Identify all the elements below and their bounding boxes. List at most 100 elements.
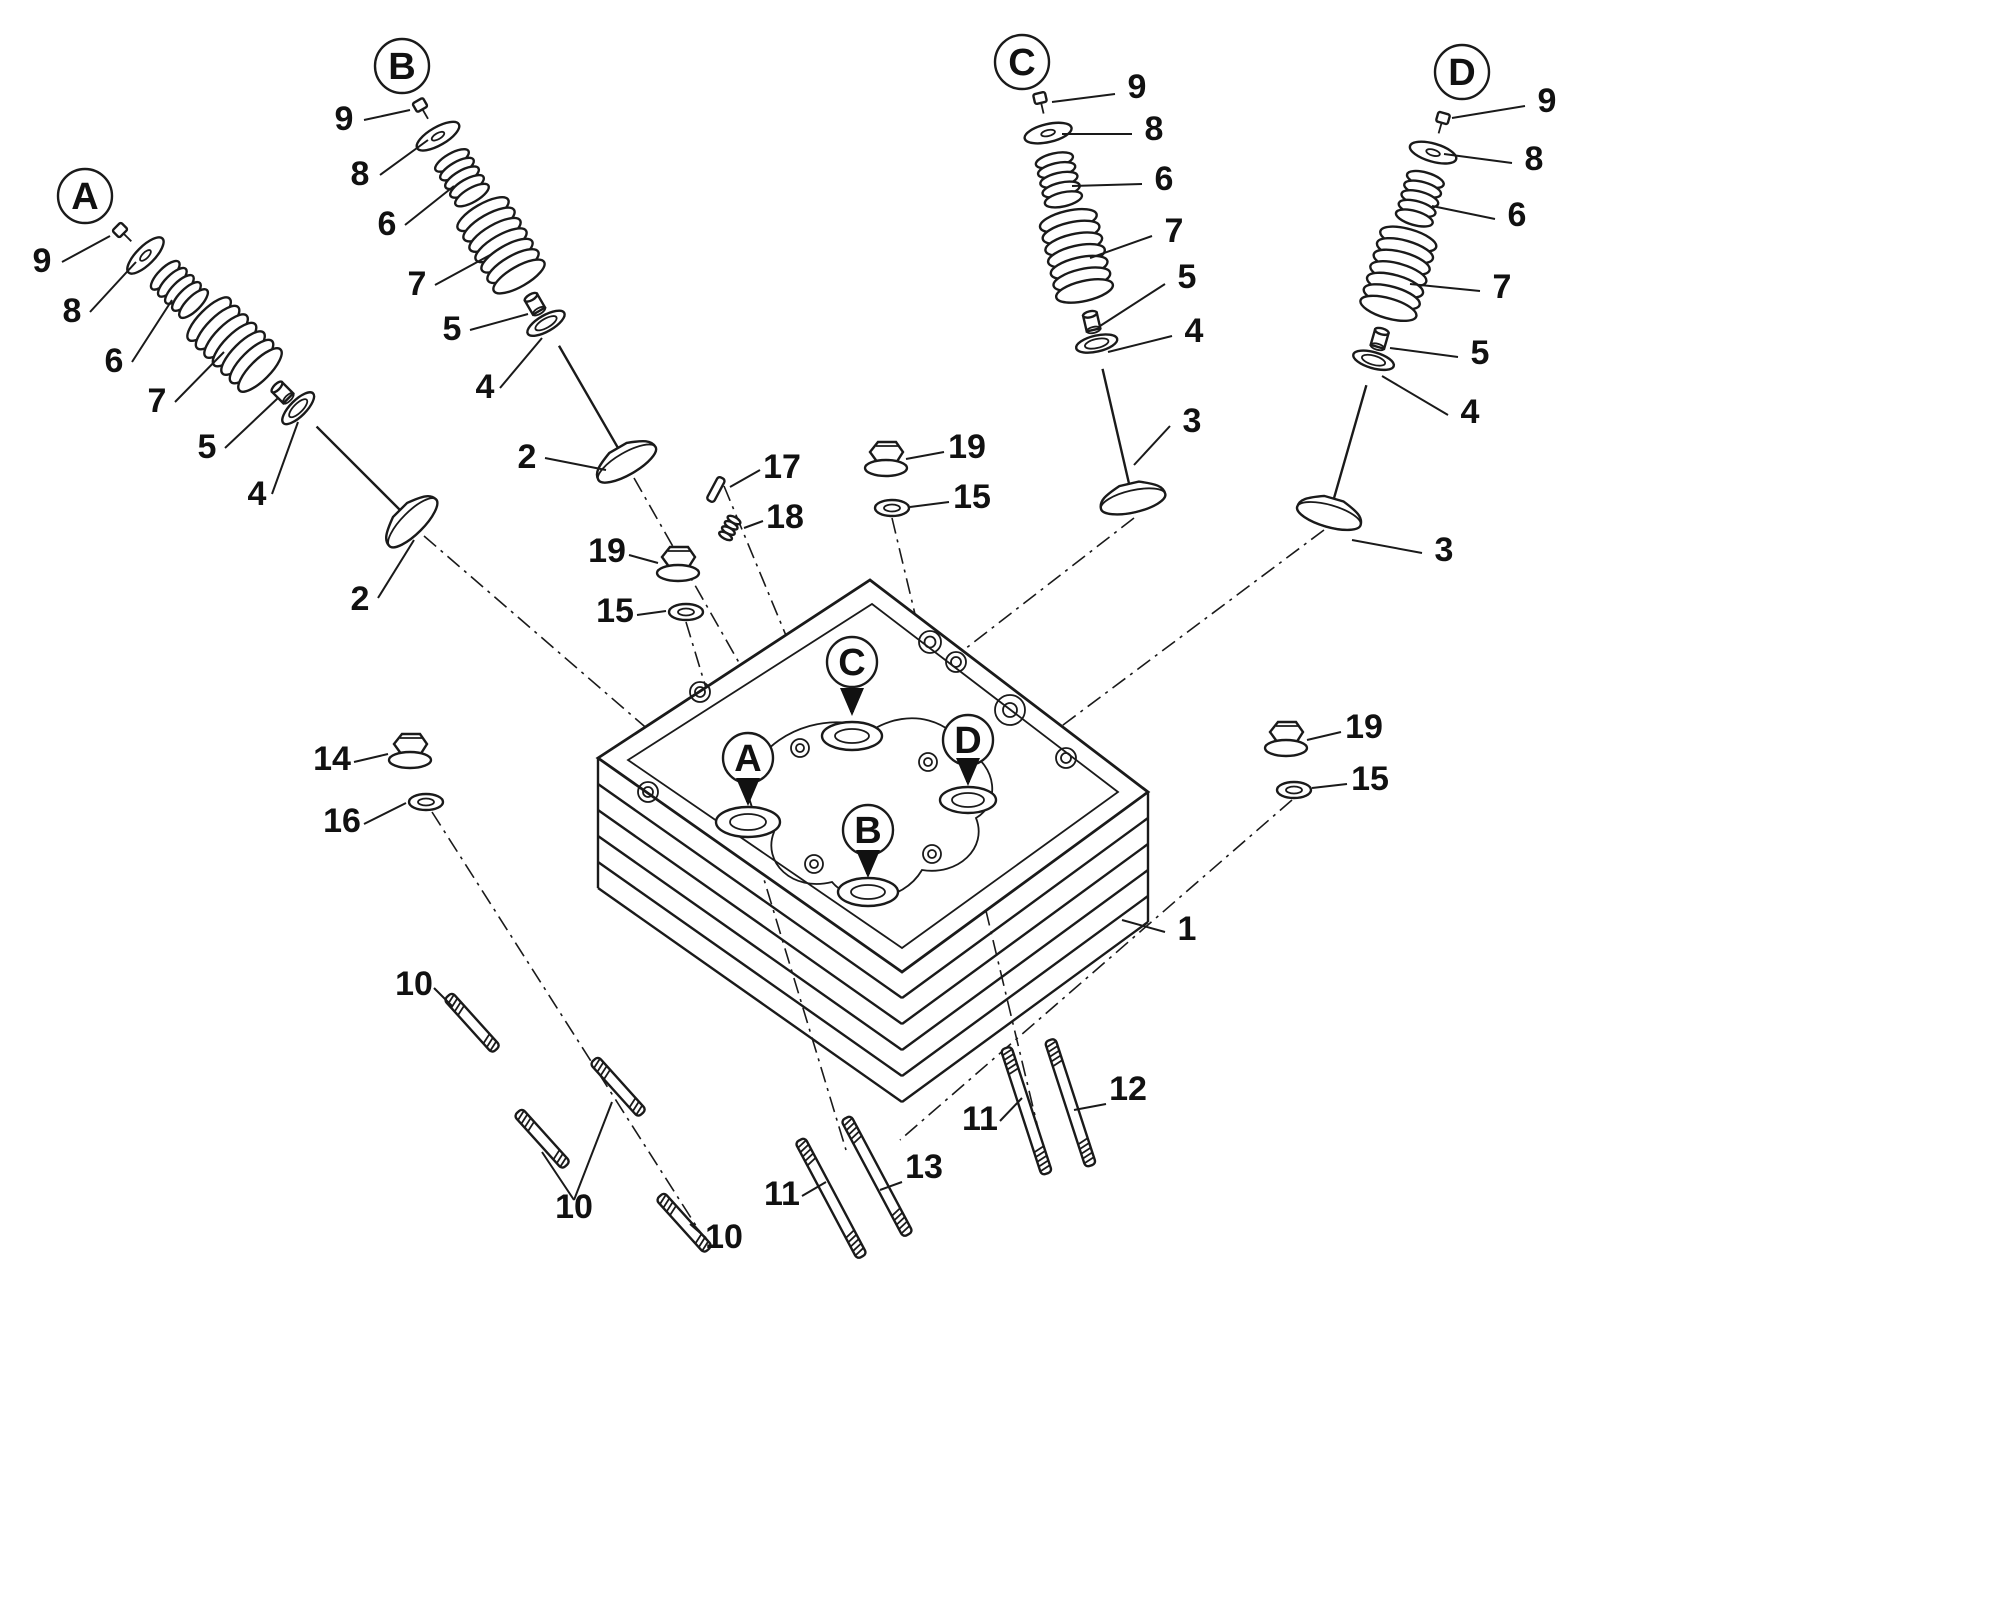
leader-line [689, 1223, 707, 1239]
part-label-11: 11 [962, 1100, 998, 1138]
leader-lines [61, 93, 1526, 1239]
leader-line [909, 501, 950, 508]
leader-line [1443, 153, 1513, 164]
collet-9-shape [1031, 90, 1051, 117]
part-label-17: 17 [763, 448, 801, 486]
outer-spring-7-shape [451, 189, 551, 301]
valve-3-shape [1069, 360, 1169, 521]
part-labels: 9 8 6 7 5 4 2 9 8 6 7 5 4 2 9 8 6 7 5 4 … [33, 68, 1557, 1256]
section-marker-c-label: C [1008, 42, 1035, 84]
leader-line [1099, 283, 1166, 327]
leader-line [879, 1181, 903, 1191]
head-top-face [595, 578, 1151, 974]
part-label-4: 4 [476, 368, 495, 406]
axis-line [967, 529, 1325, 797]
inner-spring-6-shape [430, 143, 494, 212]
part-label-6: 6 [105, 342, 124, 380]
leader-line [905, 451, 945, 460]
part-label-10: 10 [395, 965, 433, 1003]
leader-line [1071, 183, 1143, 187]
valve-3-shape [1292, 374, 1400, 537]
section-marker-b-circle [373, 37, 431, 95]
washer-15 [1275, 780, 1313, 800]
flange-bolt-19 [863, 440, 909, 478]
part-label-11: 11 [764, 1175, 800, 1213]
head-marker-c-circle [825, 635, 879, 689]
head-position-markers: C A D B [721, 635, 995, 878]
cotter-5-shape [1081, 308, 1103, 336]
leader-line [999, 1097, 1023, 1122]
collet-9-shape [1431, 110, 1452, 137]
leader-line [363, 802, 407, 825]
part-label-2: 2 [351, 580, 370, 618]
part-label-15: 15 [596, 592, 634, 630]
assembly-b [411, 96, 663, 491]
port-c [820, 720, 884, 752]
leader-line [1389, 347, 1459, 358]
valve-ports [714, 720, 998, 908]
washer-15 [873, 498, 911, 518]
retainer-8-shape [1406, 136, 1460, 170]
part-label-7: 7 [1165, 212, 1184, 250]
stud-10 [442, 991, 502, 1055]
part-label-19: 19 [1345, 708, 1383, 746]
section-marker-c-circle [993, 33, 1051, 91]
part-label-10: 10 [705, 1218, 743, 1256]
part-label-6: 6 [1508, 196, 1527, 234]
leader-line [353, 753, 389, 763]
leader-line [729, 469, 761, 488]
leader-line [1107, 335, 1173, 353]
collet-9-shape [411, 96, 435, 124]
leader-line [469, 313, 529, 331]
head-bolt-holes [637, 630, 1077, 874]
leader-line [499, 337, 543, 389]
port-a [714, 805, 782, 839]
seat-4-shape [1349, 345, 1398, 375]
outer-spring-7-shape [1036, 203, 1117, 309]
port-b [836, 876, 900, 908]
leader-line [1311, 783, 1348, 789]
head-top-face-inner [626, 602, 1120, 950]
part-label-8: 8 [1145, 110, 1164, 148]
leader-line [573, 1101, 613, 1201]
section-marker-d-circle [1433, 43, 1491, 101]
part-label-9: 9 [33, 242, 52, 280]
cylinder-head [595, 578, 1151, 1103]
head-fins [596, 758, 1150, 1103]
leader-line [61, 235, 111, 263]
section-marker-a-label: A [71, 176, 98, 218]
part-label-6: 6 [378, 205, 397, 243]
axis-line [431, 811, 701, 1233]
leader-line [1431, 205, 1496, 220]
stud-13 [839, 1114, 915, 1239]
part-label-18: 18 [766, 498, 804, 536]
leader-line [1073, 1103, 1107, 1111]
leader-line [363, 109, 411, 121]
axis-line [891, 517, 1049, 1171]
section-marker-b-label: B [388, 46, 415, 88]
part-label-4: 4 [1185, 312, 1204, 350]
part-label-8: 8 [63, 292, 82, 330]
valve-2-shape [292, 402, 446, 556]
leader-line [1121, 919, 1166, 933]
section-marker-d-label: D [1448, 52, 1475, 94]
part-label-3: 3 [1183, 402, 1202, 440]
leader-line [271, 421, 299, 495]
leader-line [801, 1181, 827, 1197]
part-label-4: 4 [248, 475, 267, 513]
leader-line [1451, 105, 1526, 119]
part-label-15: 15 [953, 478, 991, 516]
axis-line [723, 485, 793, 651]
leader-line [131, 299, 173, 363]
leader-line [1089, 235, 1153, 259]
cotter-5-shape [1368, 325, 1391, 353]
part-label-16: 16 [323, 802, 361, 840]
head-marker-a-label: A [734, 738, 761, 780]
stud-10 [588, 1055, 648, 1119]
leader-line [1051, 93, 1116, 103]
dowel-pin-17 [705, 474, 727, 505]
leader-line [1381, 375, 1449, 416]
leader-line [628, 554, 659, 564]
